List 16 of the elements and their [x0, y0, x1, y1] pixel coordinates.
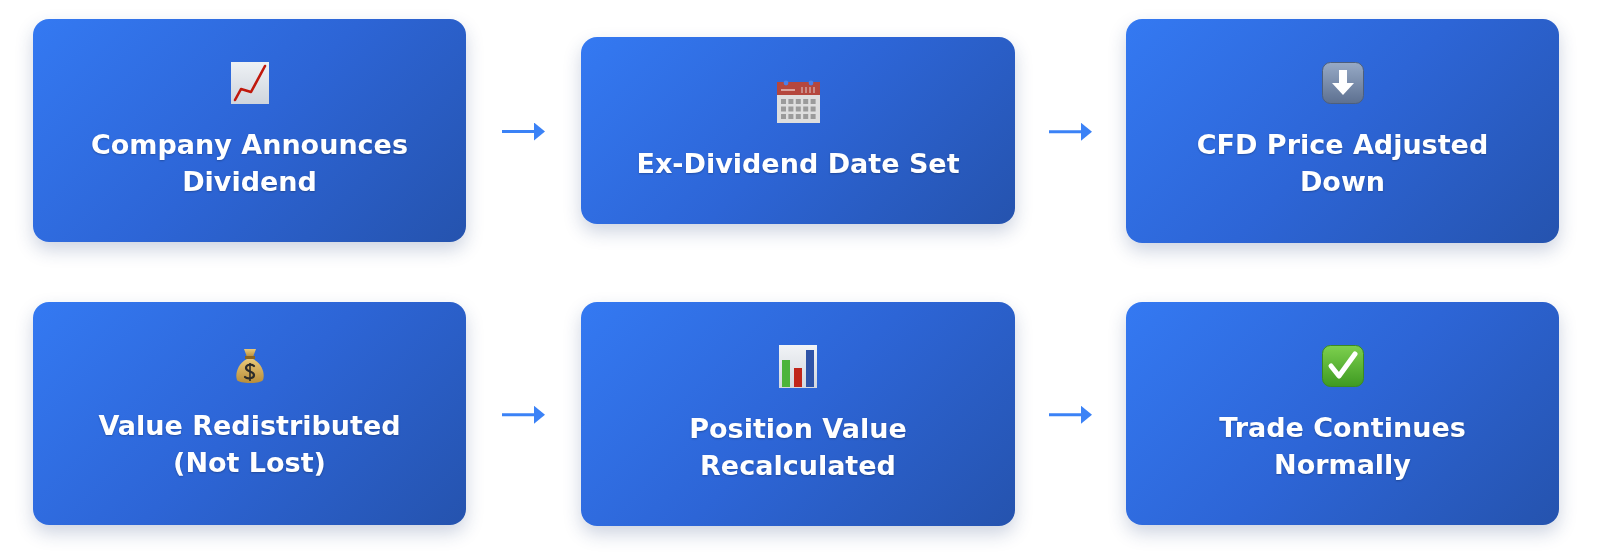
step-card [581, 37, 1015, 224]
step-card [581, 302, 1015, 526]
step-card [33, 302, 466, 525]
step-title: Position Value Recalculated [688, 411, 908, 483]
step-card [1126, 19, 1559, 243]
step-card [1126, 302, 1559, 525]
step-title: Trade Continues Normally [1218, 410, 1467, 482]
step-title: Ex-Dividend Date Set [636, 146, 960, 181]
step-title: Company Announces Dividend [90, 127, 409, 199]
step-title: Value Redistributed (Not Lost) [97, 408, 402, 480]
arrow [1049, 405, 1092, 424]
arrow [1049, 122, 1092, 141]
arrow [502, 405, 545, 424]
step-card [33, 19, 466, 242]
step-title: CFD Price Adjusted Down [1195, 128, 1490, 199]
arrow [502, 122, 545, 141]
